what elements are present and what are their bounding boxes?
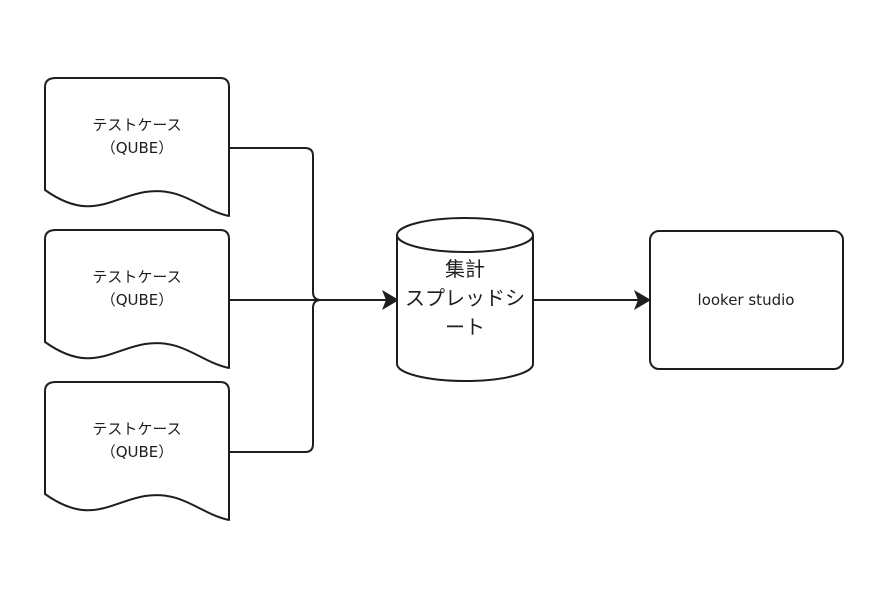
document-shape [44, 381, 230, 521]
database-label-line1: 集計 [445, 257, 485, 281]
connector-doc3-to-db[interactable] [228, 299, 387, 453]
document-node-2[interactable]: テストケース （QUBE） [44, 229, 230, 369]
document-shape [44, 229, 230, 369]
database-label-line3: ート [445, 315, 485, 339]
document-label-line2: （QUBE） [101, 443, 174, 461]
arrowhead-into-db [382, 290, 399, 310]
cylinder-body [396, 235, 534, 382]
document-label-line1: テストケース [92, 116, 181, 134]
cylinder-top [396, 217, 534, 253]
output-node[interactable]: looker studio [649, 230, 844, 370]
database-label-line2: スプレッドシ [405, 286, 525, 310]
document-node-1[interactable]: テストケース （QUBE） [44, 77, 230, 217]
arrowhead-into-output [634, 290, 651, 310]
document-shape [44, 77, 230, 217]
connector-doc1-to-db[interactable] [228, 147, 387, 301]
document-node-3[interactable]: テストケース （QUBE） [44, 381, 230, 521]
database-node[interactable]: 集計 スプレッドシ ート [396, 217, 534, 382]
output-box [649, 230, 844, 370]
document-label-line2: （QUBE） [101, 291, 174, 309]
document-label-line1: テストケース [92, 268, 181, 286]
document-label-line2: （QUBE） [101, 139, 174, 157]
output-label: looker studio [698, 291, 795, 309]
document-label-line1: テストケース [92, 420, 181, 438]
